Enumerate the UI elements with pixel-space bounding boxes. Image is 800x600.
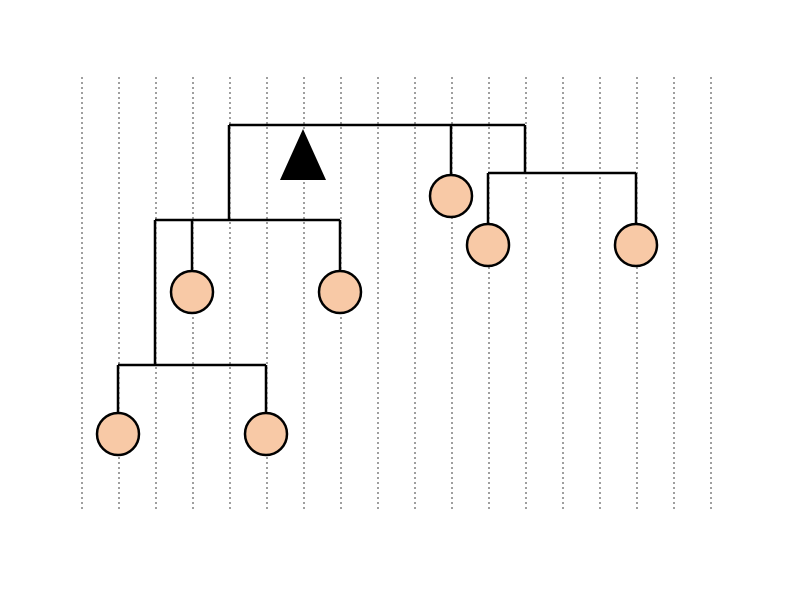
tree-nodes (95, 173, 659, 457)
female-node-c1 (465, 222, 511, 268)
root-markers (280, 129, 326, 180)
tree-edges (116, 123, 638, 413)
triangle-marker (280, 129, 326, 180)
female-node-a3 (317, 269, 363, 315)
female-node-a2 (169, 269, 215, 315)
female-node-a1y (243, 411, 289, 457)
female-node-b (428, 173, 474, 219)
female-node-c2 (613, 222, 659, 268)
female-node-a1x (95, 411, 141, 457)
